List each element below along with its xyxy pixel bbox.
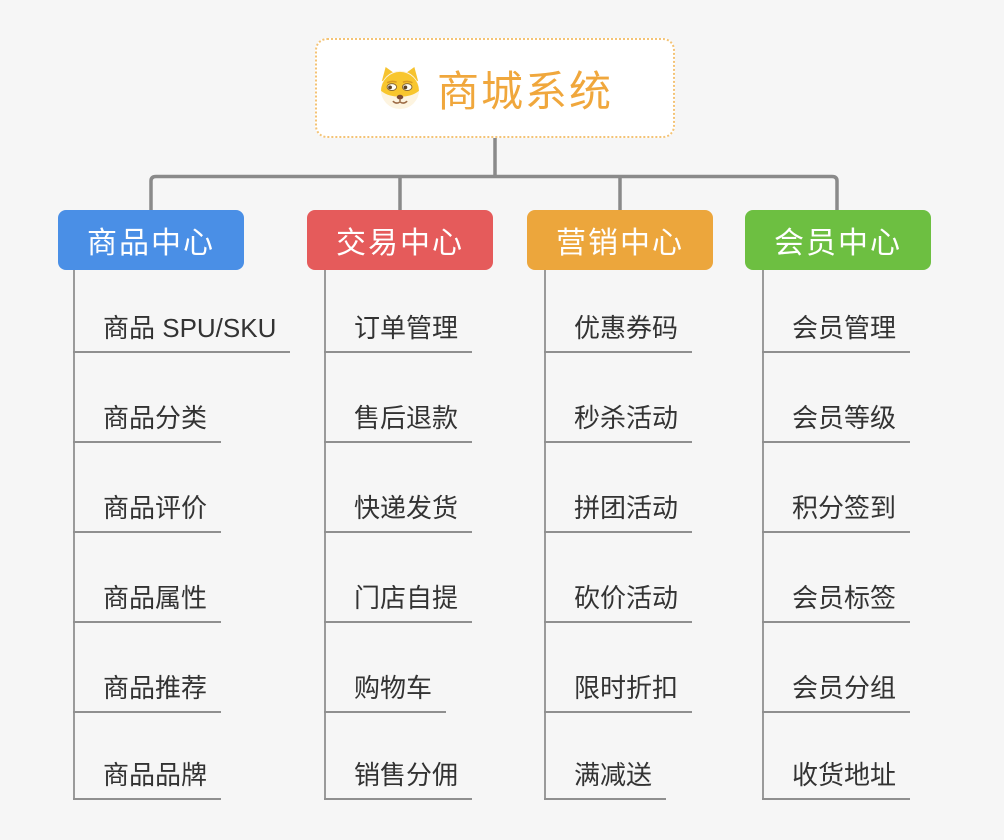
leaf-node[interactable]: 购物车 [324,673,447,713]
branch-label: 商品中心 [87,227,215,260]
leaf-node[interactable]: 砍价活动 [544,583,693,623]
root-title: 商城系统 [436,67,613,115]
branch-node-member-center[interactable]: 会员中心 [745,210,931,270]
leaf-node[interactable]: 拼团活动 [544,493,693,533]
leaf-node[interactable]: 商品属性 [73,583,222,623]
leaf-node[interactable]: 优惠券码 [544,313,693,353]
branch-label: 营销中心 [556,227,684,260]
leaf-node[interactable]: 商品分类 [73,403,222,443]
leaf-node[interactable]: 限时折扣 [544,673,693,713]
branch-label: 会员中心 [774,227,902,260]
leaf-node[interactable]: 售后退款 [324,403,473,443]
leaf-node[interactable]: 订单管理 [324,313,473,353]
leaf-node[interactable]: 收货地址 [762,760,911,800]
leaf-node[interactable]: 销售分佣 [324,760,473,800]
leaf-node[interactable]: 门店自提 [324,583,473,623]
branch-node-marketing-center[interactable]: 营销中心 [527,210,713,270]
leaf-node[interactable]: 商品推荐 [73,673,222,713]
leaf-node[interactable]: 商品品牌 [73,760,222,800]
branch-node-product-center[interactable]: 商品中心 [58,210,244,270]
leaf-node[interactable]: 积分签到 [762,493,911,533]
root-node-mall-system[interactable]: 商城系统 [315,38,675,138]
leaf-node[interactable]: 会员标签 [762,583,911,623]
branch-node-trade-center[interactable]: 交易中心 [307,210,493,270]
leaf-node[interactable]: 会员分组 [762,673,911,713]
branch-label: 交易中心 [336,227,464,260]
leaf-node[interactable]: 商品 SPU/SKU [73,313,291,353]
leaf-node[interactable]: 满减送 [544,760,667,800]
dog-face-icon [377,66,423,110]
leaf-node[interactable]: 会员等级 [762,403,911,443]
leaf-node[interactable]: 秒杀活动 [544,403,693,443]
leaf-node[interactable]: 快递发货 [324,493,473,533]
leaf-node[interactable]: 商品评价 [73,493,222,533]
leaf-node[interactable]: 会员管理 [762,313,911,353]
